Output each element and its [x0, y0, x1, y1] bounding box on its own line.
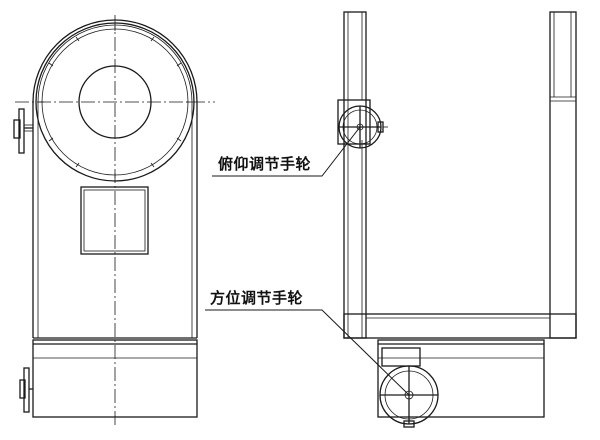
side-left-arm: [343, 11, 367, 339]
front-nameplate: [80, 186, 149, 255]
side-yoke-plate: [343, 313, 577, 339]
front-side-knob: [13, 108, 33, 154]
label-pitch-handwheel: 俯仰调节手轮: [218, 155, 312, 173]
front-view: [13, 15, 215, 428]
label-azimuth-handwheel: 方位调节手轮: [210, 289, 304, 307]
side-azimuth-handwheel: [379, 347, 439, 428]
side-base: [377, 339, 545, 418]
front-base-knob: [19, 367, 33, 413]
leader-pitch-handwheel: [212, 126, 361, 177]
side-pitch-handwheel: [337, 99, 388, 149]
leader-azimuth-handwheel: [205, 309, 410, 396]
side-view: [337, 11, 577, 428]
